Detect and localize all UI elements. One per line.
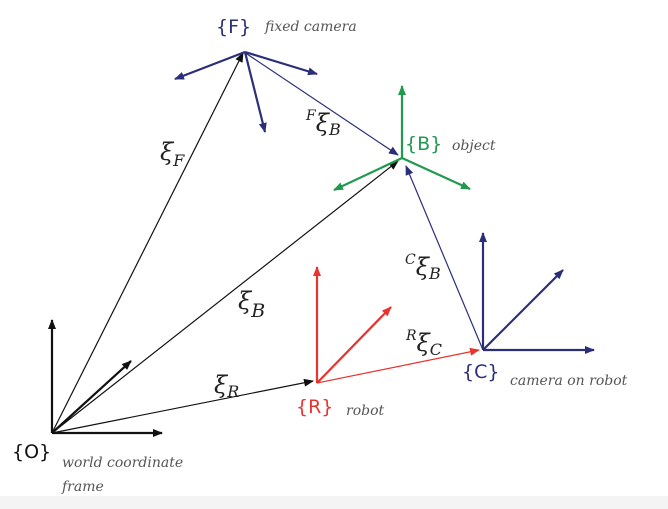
label-R-xi-C: RξC: [405, 328, 442, 359]
frame-note-B: object: [452, 138, 496, 154]
bottom-strip: [0, 496, 668, 509]
transform-arrows: [51, 51, 484, 434]
label-xi-B: ξB: [238, 287, 265, 322]
label-F-xi-B: FξB: [305, 108, 341, 139]
frame-label-C: {C}: [462, 361, 499, 383]
arrow-xi-B: [51, 160, 399, 434]
label-xi-R: ξR: [214, 371, 239, 401]
frame-note-O-line1: world coordinate: [62, 455, 183, 471]
frame-note-R: robot: [346, 403, 385, 419]
arrow-F-xi-B: [243, 51, 399, 156]
frame-note-O-line2: frame: [61, 479, 104, 495]
frame-O-axes: [48, 319, 163, 437]
frame-label-O: {O}: [12, 441, 51, 463]
label-C-xi-B: CξB: [405, 252, 441, 283]
frame-F-axes: [174, 50, 318, 133]
frame-note-F: fixed camera: [264, 19, 357, 35]
frame-label-F: {F}: [216, 16, 251, 38]
frame-label-R: {R}: [296, 396, 333, 418]
frame-label-B: {B}: [405, 133, 442, 155]
frame-note-C: camera on robot: [510, 373, 628, 389]
arrow-C-xi-B: [405, 165, 484, 351]
frame-R-axes: [313, 266, 392, 384]
frame-C-axes: [479, 232, 595, 354]
frame-B-axes: [333, 85, 471, 191]
arrow-xi-R: [51, 378, 314, 434]
label-xi-F: ξF: [160, 138, 185, 170]
arrow-R-xi-C: [316, 347, 480, 384]
arrow-xi-F: [51, 52, 244, 434]
